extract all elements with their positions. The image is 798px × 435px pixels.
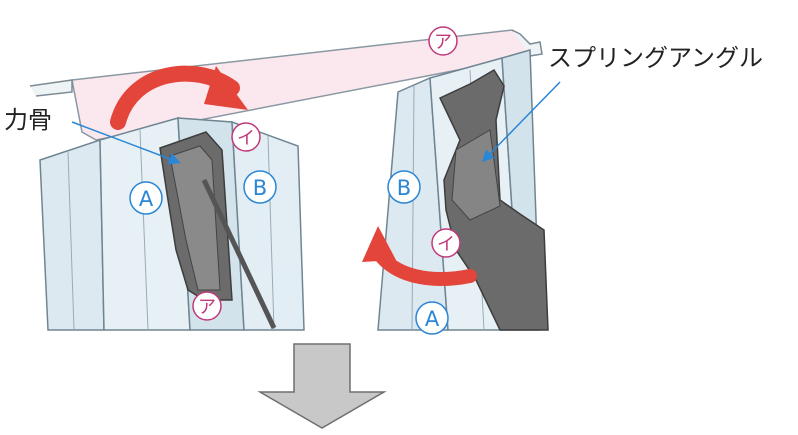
svg-text:A: A (139, 187, 154, 211)
rotate-arrow-right (362, 226, 477, 286)
svg-text:ア: ア (434, 32, 452, 53)
label-spring-angle: スプリングアングル (548, 44, 763, 72)
svg-text:イ: イ (437, 234, 455, 255)
marker-a-kana-bottom: ア (192, 291, 222, 321)
leader-spring-angle (481, 81, 561, 163)
down-arrow (257, 343, 387, 429)
marker-b-latin-right: B (387, 170, 421, 204)
chikarabone-part (159, 131, 277, 330)
top-panel-flange (29, 79, 73, 97)
marker-a-latin-right: A (415, 301, 449, 335)
svg-text:B: B (253, 176, 267, 200)
marker-a-latin-left: A (129, 181, 163, 215)
marker-i-kana-left: イ (231, 122, 261, 152)
svg-text:イ: イ (237, 128, 255, 149)
marker-b-latin-left: B (243, 170, 277, 204)
svg-text:A: A (425, 307, 440, 331)
marker-i-kana-right: イ (431, 228, 461, 258)
leader-chikarabone (71, 121, 181, 165)
svg-text:B: B (397, 176, 411, 200)
label-chikarabone: 力骨 (4, 106, 52, 134)
marker-a-kana-top: ア (428, 26, 458, 56)
top-panel-edge (511, 29, 543, 57)
rotate-arrow-top (110, 65, 248, 130)
svg-text:ア: ア (198, 297, 216, 318)
